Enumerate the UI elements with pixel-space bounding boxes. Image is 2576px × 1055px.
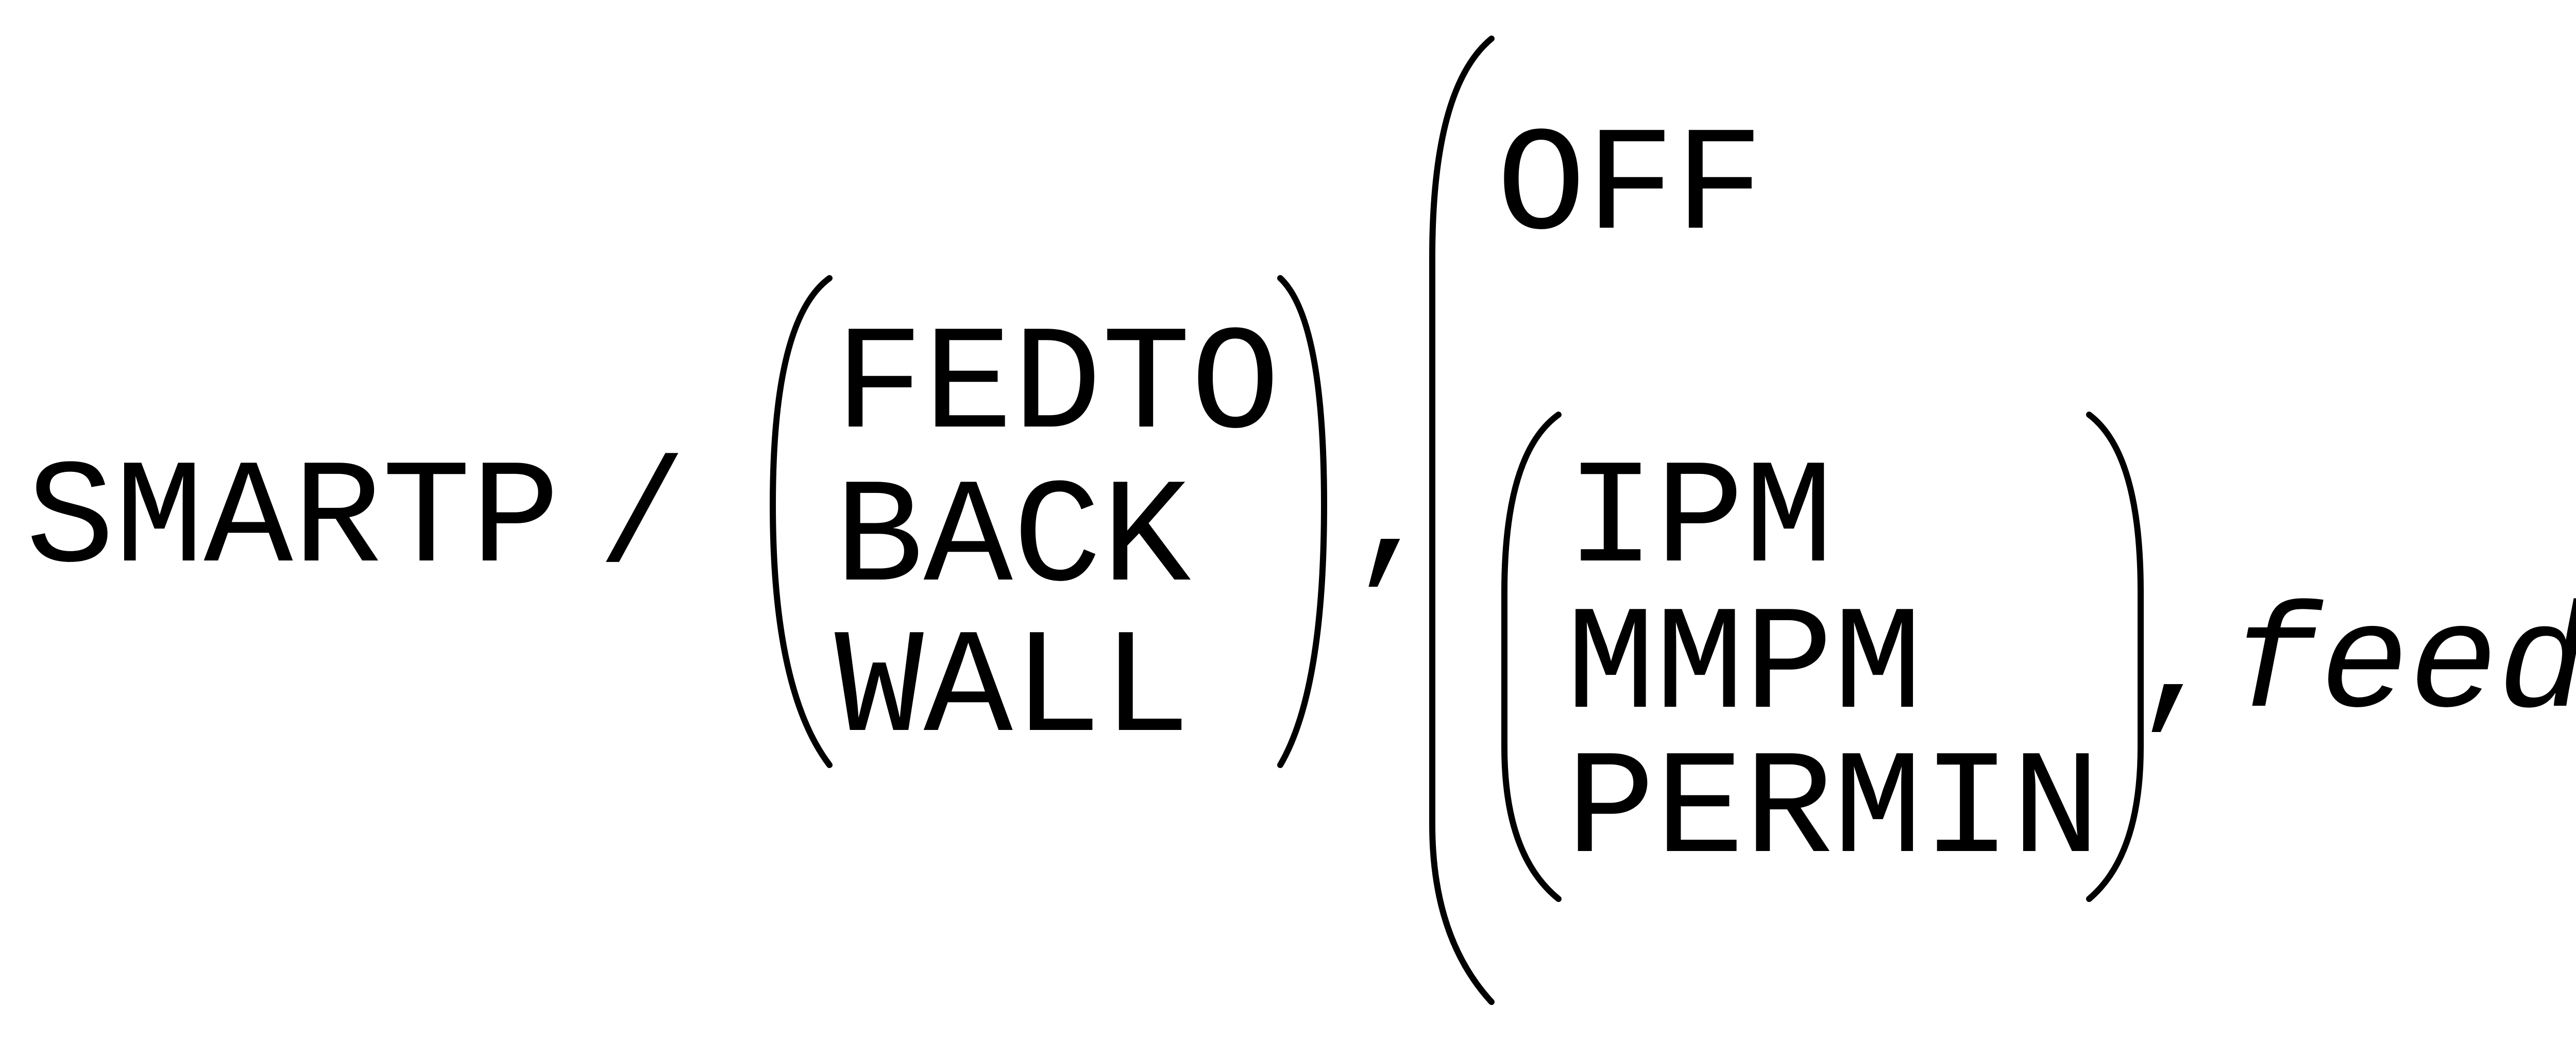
option-permin: PERMIN xyxy=(1566,728,2100,896)
mode-left-paren xyxy=(770,275,833,768)
option-ipm: IPM xyxy=(1566,437,1834,605)
mode-right-paren xyxy=(1277,275,1327,768)
unit-right-paren xyxy=(2086,412,2144,902)
comma-separator-1: , xyxy=(1350,437,1439,605)
slash-separator: / xyxy=(598,437,687,605)
outer-left-paren xyxy=(1429,36,1495,1005)
option-fedto: FEDTO xyxy=(835,303,1280,471)
option-off: OFF xyxy=(1497,105,1764,273)
comma-separator-2: , xyxy=(2133,583,2222,751)
option-back: BACK xyxy=(835,456,1191,624)
unit-left-paren xyxy=(1501,412,1562,902)
feed-parameter: feed xyxy=(2231,583,2576,751)
option-mmpm: MMPM xyxy=(1566,584,1923,752)
option-wall: WALL xyxy=(835,607,1191,775)
command-keyword: SMARTP xyxy=(26,437,560,605)
